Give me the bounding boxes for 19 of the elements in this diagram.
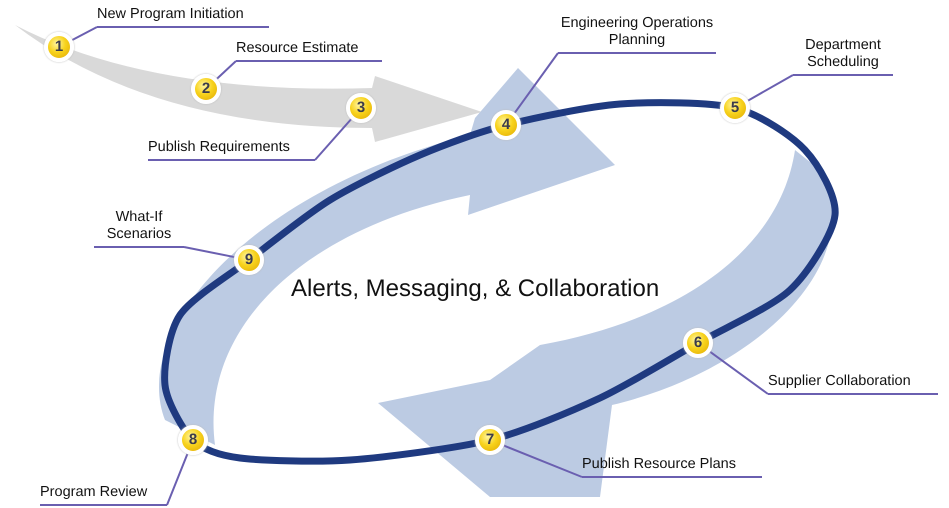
step-label: Publish Requirements	[148, 139, 315, 161]
step-label: Department Scheduling	[793, 37, 893, 76]
leader-line	[72, 26, 98, 41]
leader-line	[748, 74, 794, 102]
step-label: What-If Scenarios	[94, 209, 184, 248]
leader-line	[184, 246, 234, 258]
leader-line	[504, 444, 582, 478]
step-label: Supplier Collaboration	[768, 373, 938, 395]
leader-line	[710, 351, 769, 395]
leader-line	[216, 60, 237, 80]
step-label: New Program Initiation	[97, 6, 269, 28]
step-label: Engineering Operations Planning	[558, 15, 716, 54]
step-label: Publish Resource Plans	[582, 456, 762, 478]
leader-line	[514, 52, 559, 114]
leader-line	[166, 454, 188, 506]
step-label: Resource Estimate	[236, 40, 382, 62]
step-label: Program Review	[40, 484, 167, 506]
leader-line	[314, 118, 352, 161]
center-caption: Alerts, Messaging, & Collaboration	[291, 275, 660, 303]
